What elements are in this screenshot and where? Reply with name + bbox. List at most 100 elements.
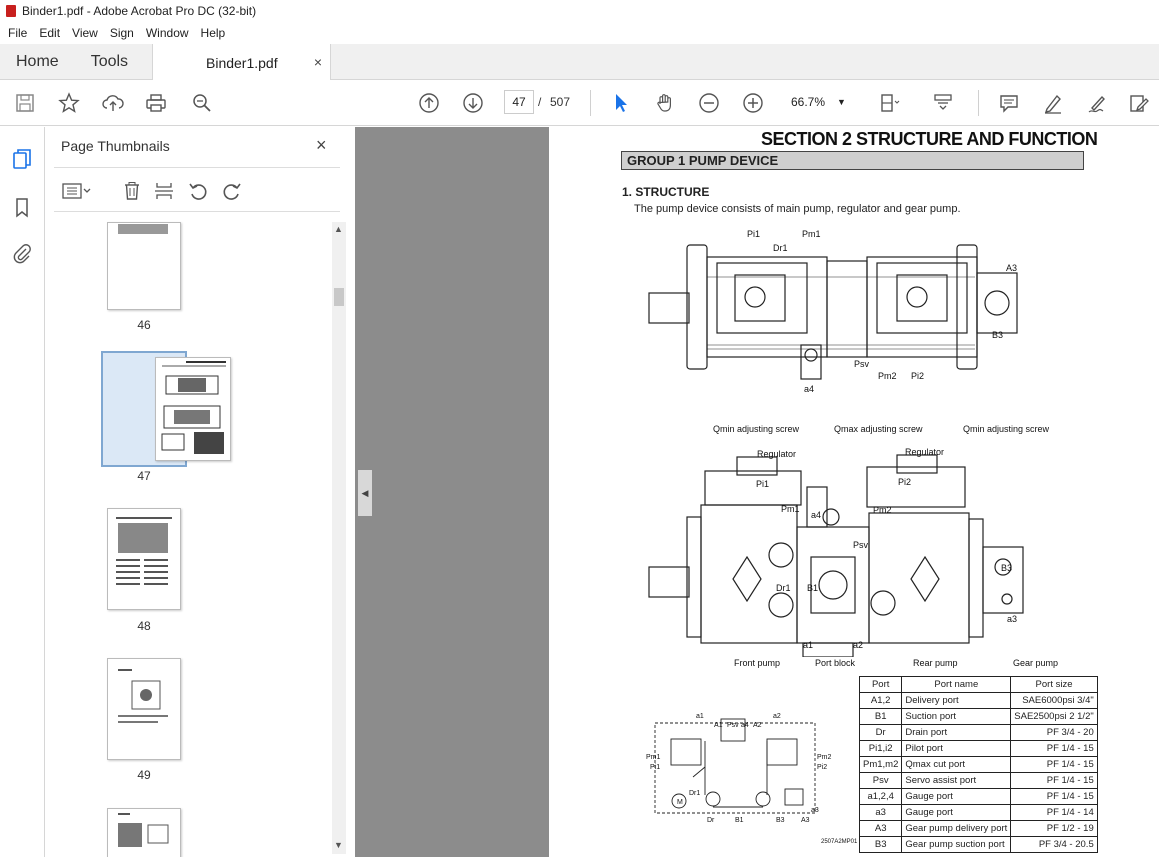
page-number-input[interactable]: 47: [504, 90, 534, 114]
rotate-left-icon[interactable]: [186, 179, 210, 203]
port-table-header-cell: Port size: [1010, 676, 1098, 693]
zoom-in-icon[interactable]: [740, 90, 766, 116]
schem-label-dr: Dr: [707, 817, 715, 824]
schem-label-pm2: Pm2: [817, 754, 832, 761]
tab-document[interactable]: Binder1.pdf ×: [152, 44, 331, 81]
schem-label-a2-small: a2: [773, 713, 781, 720]
menu-sign[interactable]: Sign: [109, 26, 134, 40]
insert-page-icon[interactable]: [152, 179, 176, 203]
sign-icon[interactable]: [1084, 90, 1110, 116]
label-mid-a3: a3: [1007, 614, 1018, 624]
scrollbar-thumb[interactable]: [334, 288, 344, 306]
tab-tools[interactable]: Tools: [90, 53, 129, 70]
collapse-panel-icon[interactable]: ◀: [358, 470, 372, 516]
hand-tool-icon[interactable]: [652, 90, 678, 116]
zoom-value: 66.7%: [791, 95, 826, 109]
port-table-header-cell: Port name: [901, 676, 1012, 693]
schem-label-a3-small: a3: [811, 807, 819, 814]
page-thumbnails-icon[interactable]: [10, 147, 34, 171]
label-mid-b1: B1: [807, 583, 819, 593]
upload-cloud-icon[interactable]: [100, 90, 126, 116]
page-thumbnail-46[interactable]: [107, 222, 181, 310]
close-icon[interactable]: ×: [316, 135, 327, 155]
page-thumbnail-50[interactable]: [107, 808, 181, 857]
table-cell: PF 3/4 - 20: [1010, 724, 1098, 741]
thumbnail-scrollbar[interactable]: ▲ ▼: [332, 222, 346, 854]
fit-page-icon[interactable]: [876, 90, 902, 116]
menu-view[interactable]: View: [72, 26, 98, 40]
label-mid-b3: B3: [1001, 563, 1013, 573]
attachment-icon[interactable]: [10, 241, 34, 265]
select-cursor-icon[interactable]: [608, 90, 634, 116]
zoom-search-icon[interactable]: [189, 90, 215, 116]
tab-close-icon[interactable]: ×: [313, 54, 322, 70]
group-title: GROUP 1 PUMP DEVICE: [621, 151, 1084, 170]
page-thumbnail-47[interactable]: [155, 357, 231, 461]
page-total: 507: [550, 95, 571, 109]
scroll-mode-icon[interactable]: [930, 90, 956, 116]
comment-icon[interactable]: [996, 90, 1022, 116]
label-mid-a4: a4: [811, 510, 822, 520]
label-a3: A3: [1006, 263, 1018, 273]
thumbnail-toolbar: [54, 177, 344, 205]
delete-page-icon[interactable]: [120, 179, 144, 203]
main-toolbar: [0, 80, 1159, 126]
previous-page-icon[interactable]: [416, 90, 442, 116]
label-qmin-left: Qmin adjusting screw: [713, 424, 800, 434]
pump-side-view-drawing: [648, 454, 1024, 657]
save-icon[interactable]: [12, 90, 38, 116]
port-table-header-cell: Port: [858, 676, 903, 693]
label-pm2: Pm2: [878, 371, 897, 381]
thumbnail-label-47: 47: [137, 469, 151, 483]
menu-edit[interactable]: Edit: [39, 26, 61, 40]
zoom-out-icon[interactable]: [696, 90, 722, 116]
scroll-up-icon[interactable]: ▲: [334, 224, 343, 234]
table-cell: PF 1/2 - 19: [1010, 820, 1098, 837]
options-menu-icon[interactable]: [60, 179, 94, 203]
table-cell: Drain port: [901, 724, 1012, 741]
bookmark-star-icon[interactable]: [56, 90, 82, 116]
tab-bar: Home Tools Binder1.pdf ×: [0, 44, 1159, 81]
table-cell: SAE6000psi 3/4": [1010, 692, 1098, 709]
label-pi2: Pi2: [911, 371, 925, 381]
hydraulic-schematic-drawing: [654, 718, 816, 814]
print-icon[interactable]: [143, 90, 169, 116]
table-cell: A3: [858, 820, 903, 837]
bookmark-icon[interactable]: [10, 195, 34, 219]
table-cell: Pilot port: [901, 740, 1012, 757]
tab-document-label: Binder1.pdf: [206, 54, 278, 71]
left-rail: [0, 127, 45, 857]
schem-label-b3: B3: [776, 817, 785, 824]
table-cell: SAE2500psi 2 1/2": [1010, 708, 1098, 725]
schem-label-m: M: [677, 799, 683, 806]
zoom-select[interactable]: 66.7% ▼: [783, 90, 853, 114]
label-dr1: Dr1: [773, 243, 788, 253]
thumbnail-label-48: 48: [137, 619, 151, 633]
page-thumbnail-48[interactable]: [107, 508, 181, 610]
highlight-pen-icon[interactable]: [1040, 90, 1066, 116]
table-cell: B3: [858, 836, 903, 853]
panel-title: Page Thumbnails: [61, 138, 170, 154]
menu-window[interactable]: Window: [145, 26, 189, 40]
menu-help[interactable]: Help: [200, 26, 226, 40]
rotate-right-icon[interactable]: [220, 179, 244, 203]
label-mid-pi2: Pi2: [898, 477, 912, 487]
tab-home[interactable]: Home: [16, 53, 59, 70]
menu-file[interactable]: File: [8, 26, 28, 40]
table-cell: PF 1/4 - 14: [1010, 804, 1098, 821]
edit-pdf-icon[interactable]: [1126, 90, 1152, 116]
label-mid-dr1: Dr1: [776, 583, 791, 593]
page-thumbnail-49[interactable]: [107, 658, 181, 760]
label-rear-pump: Rear pump: [913, 658, 958, 668]
label-b3: B3: [992, 330, 1004, 340]
table-cell: Gear pump delivery port: [901, 820, 1012, 837]
next-page-icon[interactable]: [460, 90, 486, 116]
table-cell: Delivery port: [901, 692, 1012, 709]
scroll-down-icon[interactable]: ▼: [334, 840, 343, 850]
